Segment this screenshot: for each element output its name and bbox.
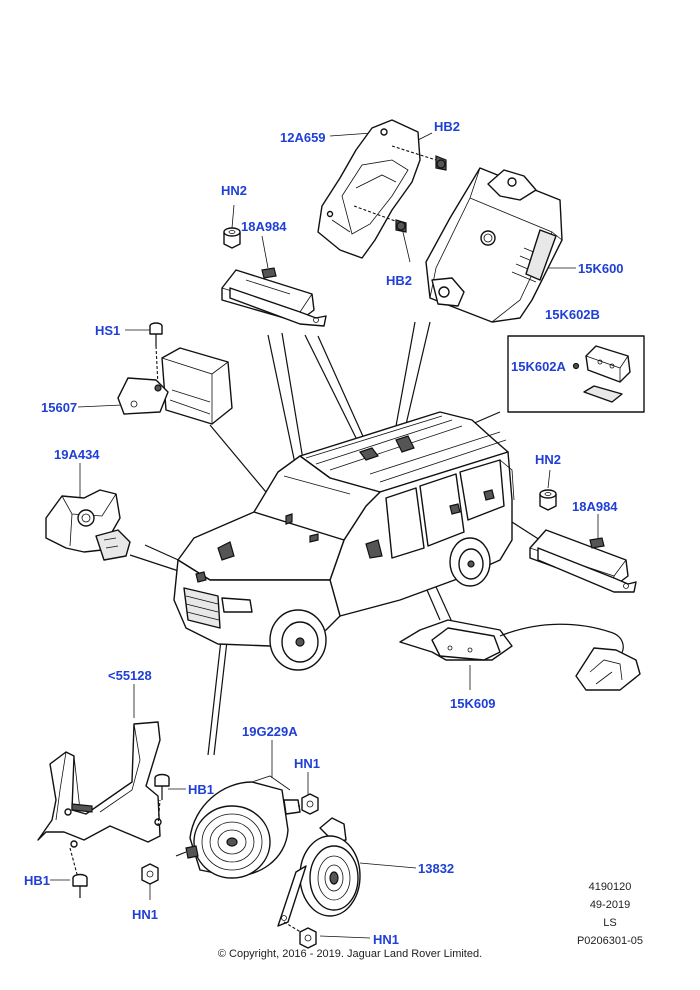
callout-hb2-mid[interactable]: HB2 xyxy=(386,273,413,288)
callout-13832[interactable]: 13832 xyxy=(418,861,455,876)
horn-13832 xyxy=(277,817,361,935)
callout-hn2-right[interactable]: HN2 xyxy=(535,452,562,467)
callout-19g229a[interactable]: 19G229A xyxy=(242,724,298,739)
bracket-12a659 xyxy=(317,119,437,259)
bracket-55128 xyxy=(37,721,162,879)
meta-line-1: 4190120 xyxy=(588,881,632,893)
module-18a984-left xyxy=(221,267,327,327)
callout-15k600[interactable]: 15K600 xyxy=(578,261,624,276)
callout-hb2-top[interactable]: HB2 xyxy=(434,119,461,134)
module-18a984-right xyxy=(529,529,637,593)
callout-hn2-left[interactable]: HN2 xyxy=(221,183,248,198)
callout-19a434[interactable]: 19A434 xyxy=(54,447,100,462)
vehicle xyxy=(173,411,515,671)
callout-15k602a[interactable]: 15K602A xyxy=(511,359,566,374)
meta-line-2: 49-2019 xyxy=(589,899,631,911)
callout-18a984-left[interactable]: 18A984 xyxy=(241,219,287,234)
screw-hb2-top-icon xyxy=(435,155,447,171)
screw-hb2-mid-icon xyxy=(395,219,407,233)
bracket-19a434 xyxy=(45,489,131,561)
screw-hs1-icon xyxy=(149,322,163,387)
callout-18a984-right[interactable]: 18A984 xyxy=(572,499,618,514)
module-15k600 xyxy=(425,167,563,323)
screw-hb1-mid-icon xyxy=(154,773,170,800)
callout-15607[interactable]: 15607 xyxy=(41,400,78,415)
callout-15k609[interactable]: 15K609 xyxy=(450,696,496,711)
callout-hn1-bottom[interactable]: HN1 xyxy=(373,932,400,947)
callout-hb1-left[interactable]: HB1 xyxy=(24,873,51,888)
copyright-text: © Copyright, 2016 - 2019. Jaguar Land Ro… xyxy=(217,948,483,960)
siren-19g229a xyxy=(175,775,306,879)
callout-hb1-mid[interactable]: HB1 xyxy=(188,782,215,797)
module-15607 xyxy=(117,347,233,425)
screw-hb1-left-icon xyxy=(72,873,88,898)
meta-line-3: LS xyxy=(603,917,617,929)
nut-hn1-bottom-icon xyxy=(299,927,317,949)
callout-12a659[interactable]: 12A659 xyxy=(280,130,326,145)
callout-55128[interactable]: <55128 xyxy=(108,668,152,683)
nut-hn2-right-icon xyxy=(539,489,557,511)
meta-line-4: P0206301-05 xyxy=(576,935,644,947)
module-15k602a xyxy=(572,345,631,403)
callout-15k602b[interactable]: 15K602B xyxy=(545,307,600,322)
nut-hn1-left-icon xyxy=(141,863,159,885)
callout-hs1[interactable]: HS1 xyxy=(95,323,121,338)
callout-hn1-top[interactable]: HN1 xyxy=(294,756,321,771)
nut-hn1-top-icon xyxy=(301,793,319,815)
callout-hn1-left[interactable]: HN1 xyxy=(132,907,159,922)
module-15k609 xyxy=(399,619,641,691)
nut-hn2-left-icon xyxy=(223,227,241,249)
